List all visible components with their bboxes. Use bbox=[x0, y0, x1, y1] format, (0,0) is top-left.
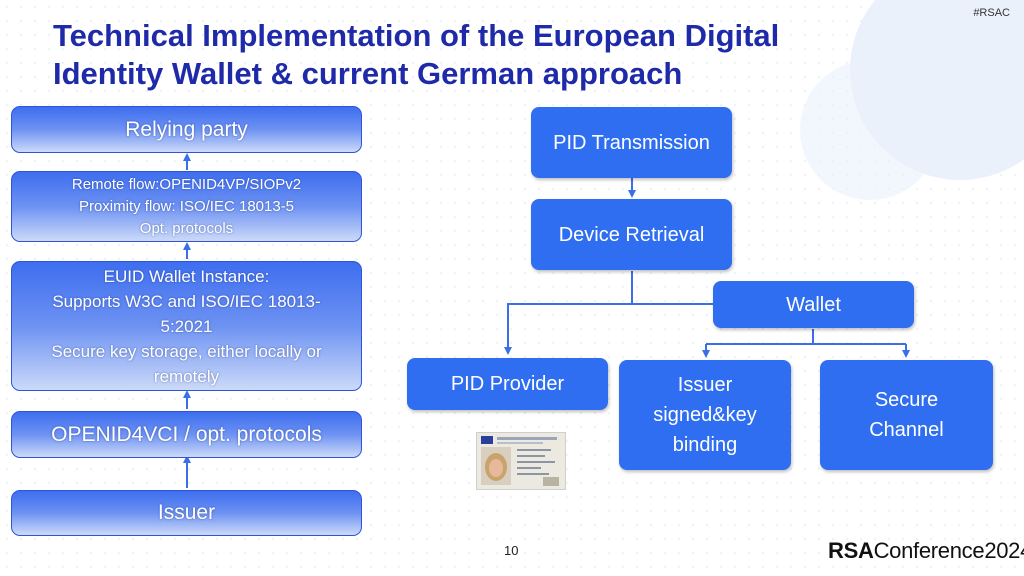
device-retrieval-label: Device Retrieval bbox=[558, 223, 705, 246]
issuer-binding-line: binding bbox=[672, 434, 738, 456]
background-bubble bbox=[800, 60, 940, 200]
issuer-binding-box: Issuer signed&key binding bbox=[619, 360, 791, 470]
protocols-box: Remote flow:OPENID4VP/SIOPv2 Proximity f… bbox=[11, 171, 362, 242]
id-card-icon bbox=[477, 433, 565, 489]
pid-provider-box: PID Provider bbox=[407, 358, 608, 410]
openid4vci-label: OPENID4VCI / opt. protocols bbox=[51, 422, 322, 446]
wallet-instance-line: 5:2021 bbox=[160, 316, 213, 336]
pid-transmission-box: PID Transmission bbox=[531, 107, 732, 178]
pid-provider-label: PID Provider bbox=[450, 373, 565, 395]
wallet-box: Wallet bbox=[713, 281, 914, 328]
wallet-instance-line: EUID Wallet Instance: bbox=[103, 266, 270, 286]
secure-channel-line: Channel bbox=[869, 419, 944, 441]
issuer-binding-line: signed&key bbox=[653, 404, 757, 426]
id-card-image bbox=[476, 432, 566, 490]
secure-channel-line: Secure bbox=[874, 389, 939, 411]
wallet-label: Wallet bbox=[786, 293, 841, 316]
openid4vci-box: OPENID4VCI / opt. protocols bbox=[11, 411, 362, 458]
relying-party-box: Relying party bbox=[11, 106, 362, 153]
device-retrieval-box: Device Retrieval bbox=[531, 199, 732, 270]
rsa-conference-logo: RSAConference2024 bbox=[828, 538, 1024, 564]
protocols-line: Proximity flow: ISO/IEC 18013-5 bbox=[78, 197, 295, 215]
protocols-line: Opt. protocols bbox=[139, 219, 234, 237]
slide-title: Technical Implementation of the European… bbox=[53, 18, 780, 91]
issuer-box: Issuer bbox=[11, 490, 362, 536]
logo-conference: Conference bbox=[873, 538, 985, 563]
connector-device-pid-provider bbox=[504, 303, 632, 355]
issuer-binding-line: Issuer bbox=[677, 374, 733, 396]
secure-channel-box: Secure Channel bbox=[820, 360, 993, 470]
wallet-instance-line: Secure key storage, either locally or bbox=[51, 341, 322, 361]
logo-rsa: RSA bbox=[828, 538, 874, 563]
hashtag-label: #RSAC bbox=[973, 7, 1010, 19]
page-number: 10 bbox=[504, 543, 519, 558]
protocols-line: Remote flow:OPENID4VP/SIOPv2 bbox=[71, 175, 302, 193]
connector-device-wallet bbox=[631, 271, 713, 305]
wallet-instance-box: EUID Wallet Instance: Supports W3C and I… bbox=[11, 261, 362, 391]
relying-party-label: Relying party bbox=[125, 117, 248, 141]
issuer-label: Issuer bbox=[157, 501, 216, 524]
wallet-instance-line: remotely bbox=[153, 366, 220, 386]
pid-transmission-label: PID Transmission bbox=[553, 131, 710, 154]
wallet-instance-line: Supports W3C and ISO/IEC 18013- bbox=[52, 291, 321, 311]
logo-year: 2024 bbox=[984, 538, 1024, 563]
